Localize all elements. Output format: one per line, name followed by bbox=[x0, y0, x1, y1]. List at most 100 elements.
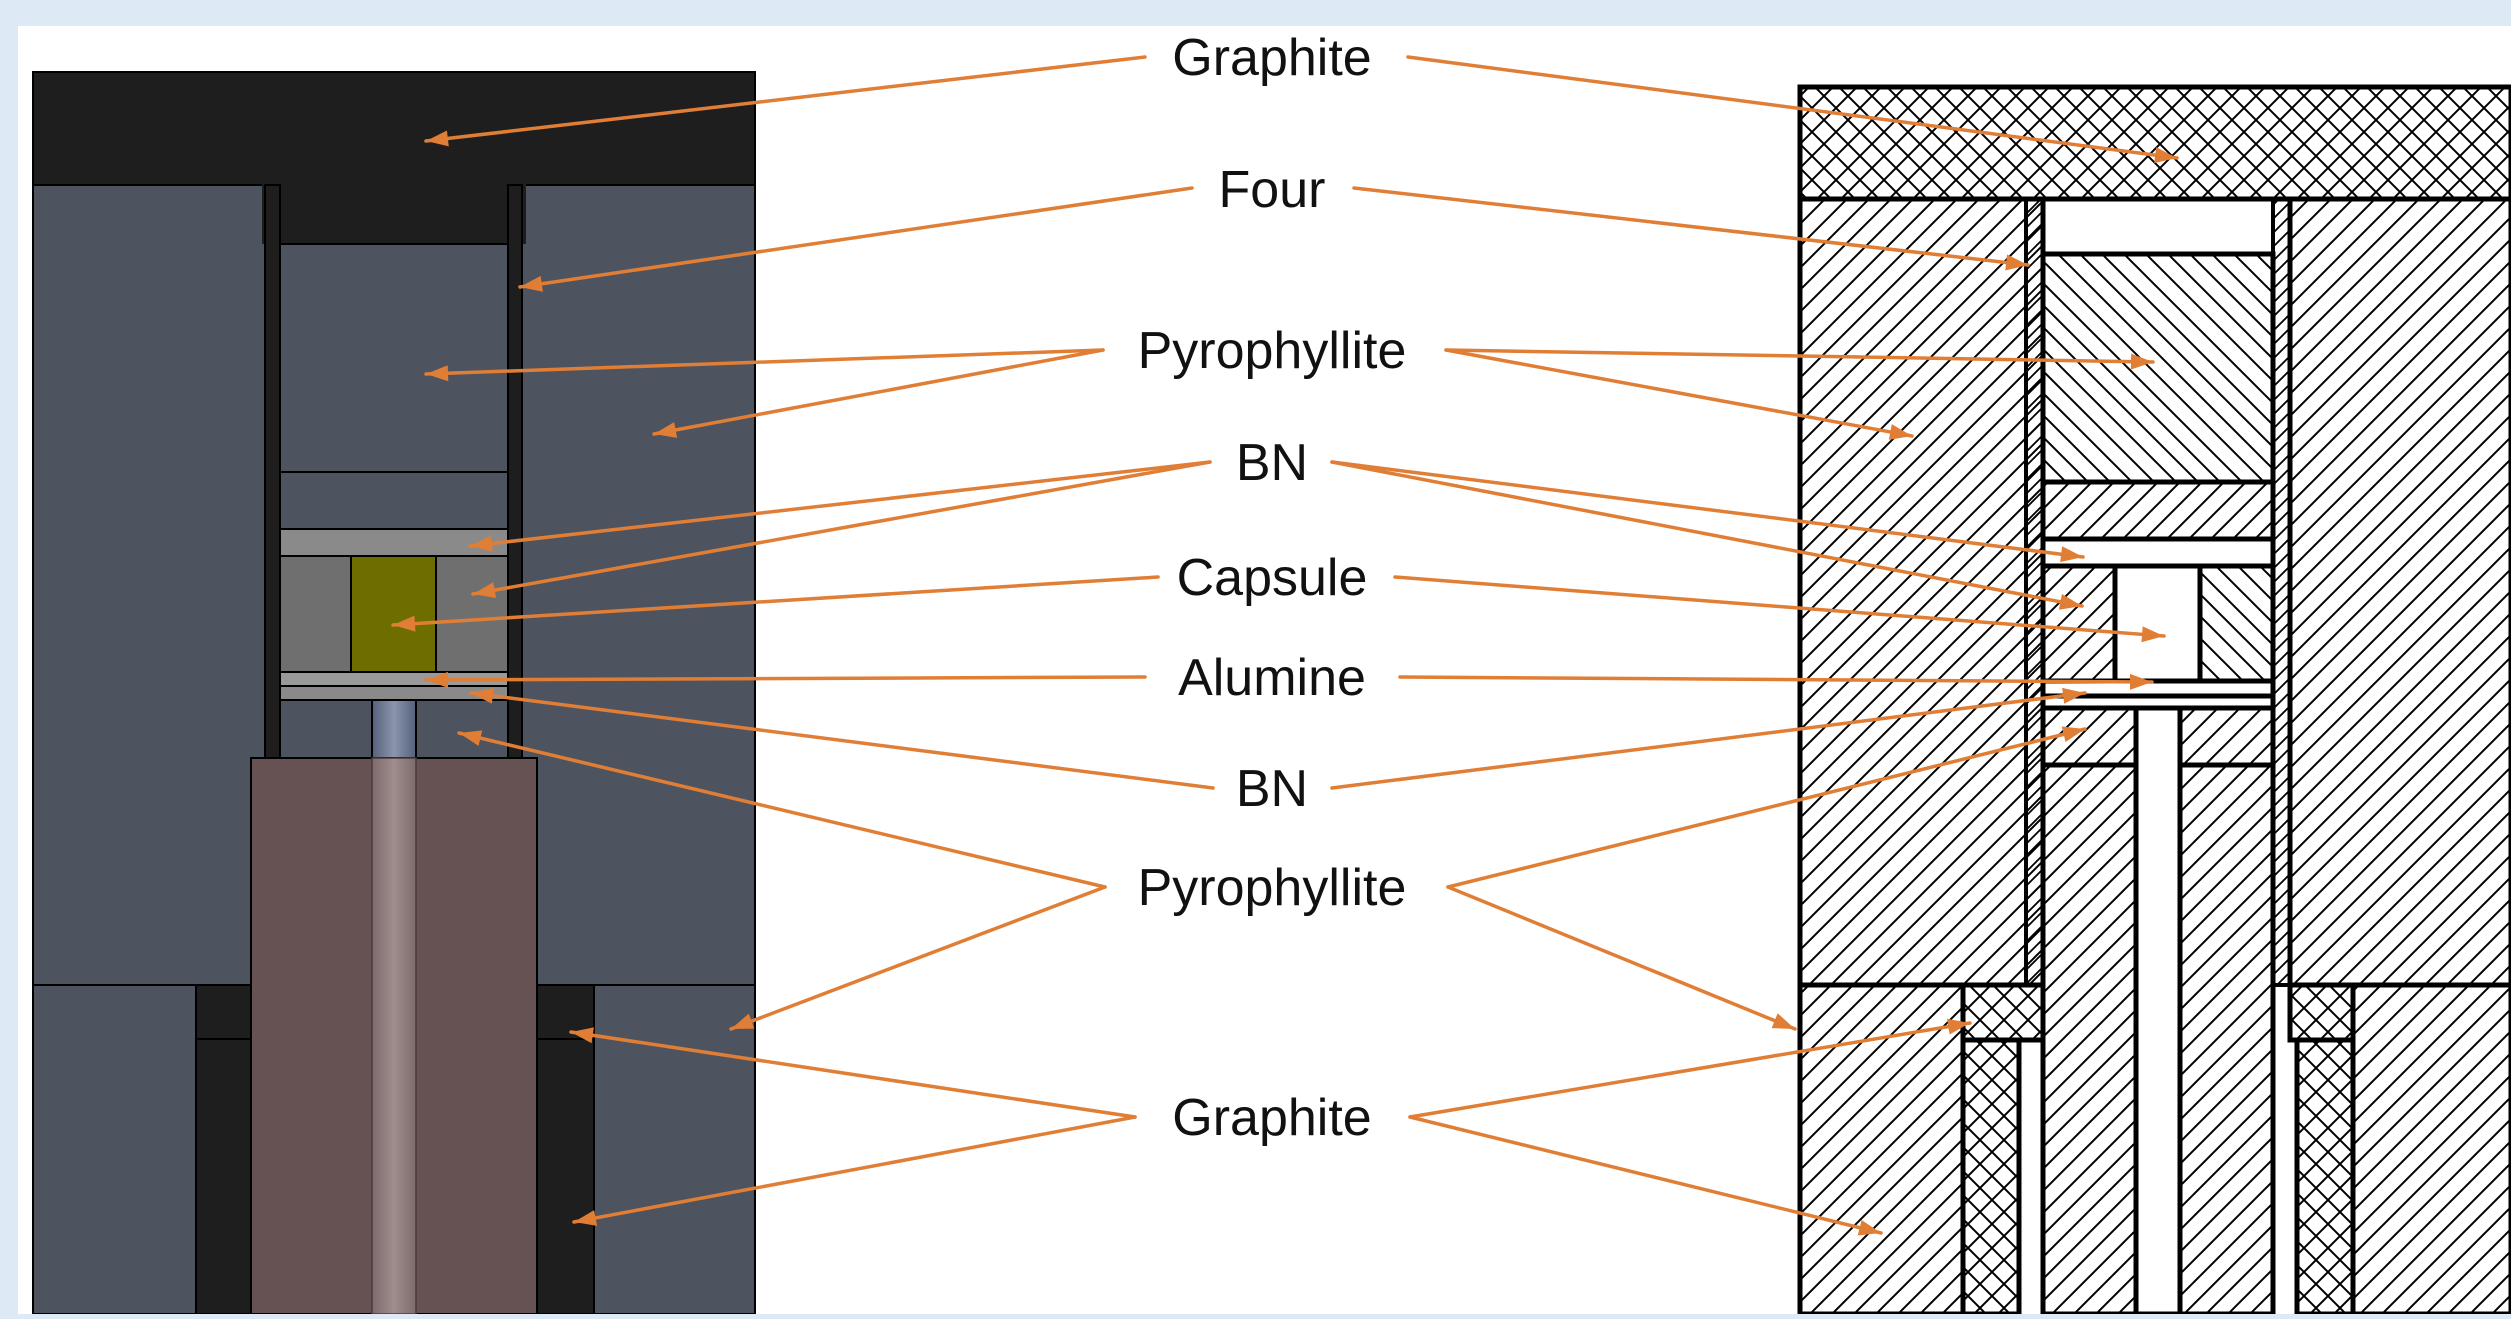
arrow-four-left-head bbox=[520, 275, 543, 292]
arrow-graphite-top-left-head bbox=[426, 130, 449, 147]
render-bn-sleeve-right bbox=[435, 555, 509, 673]
arrow-graphite-bottom-1 bbox=[569, 1030, 1137, 1119]
render-outer-pyrophyllite-right-lower bbox=[593, 984, 756, 1315]
arrow-pyrophyllite-lower-2 bbox=[729, 885, 1107, 1031]
drawing-thermocouple-tube bbox=[2133, 705, 2183, 1317]
render-pyrophyllite-spacer bbox=[279, 471, 509, 530]
arrow-four-right-head bbox=[2005, 254, 2028, 271]
arrow-graphite-top-left bbox=[424, 55, 1147, 143]
drawing-graphite-sleeve-left bbox=[1960, 1037, 2022, 1317]
drawing-pyrophyllite-spacer bbox=[2040, 479, 2276, 542]
arrow-four-left bbox=[518, 186, 1194, 289]
drawing-bn-ring-top bbox=[2040, 536, 2276, 569]
leader-arrows bbox=[391, 55, 2179, 1236]
label-alumine: Alumine bbox=[1178, 649, 1366, 707]
drawing-outer-pyrophyllite-right-lower bbox=[2350, 982, 2511, 1317]
render-graphite-cap bbox=[32, 71, 756, 186]
arrow-bn-upper-3 bbox=[1330, 460, 2085, 559]
arrow-bn-upper-2-head bbox=[473, 582, 497, 598]
arrow-bn-lower-left-head bbox=[471, 687, 494, 704]
arrow-capsule-right-head bbox=[2141, 626, 2164, 643]
arrow-bn-lower-right bbox=[1330, 691, 2087, 790]
arrow-graphite-bottom-3-head bbox=[1946, 1018, 1970, 1035]
drawing-outer-pyrophyllite-left-lower bbox=[1797, 982, 1966, 1317]
arrow-capsule-right bbox=[1393, 575, 2166, 638]
drawing-capsule bbox=[2112, 563, 2203, 684]
arrow-alumine-left-head bbox=[426, 671, 449, 688]
label-bn-lower: BN bbox=[1236, 760, 1308, 818]
arrow-pyrophyllite-upper-4-head bbox=[1888, 424, 1912, 440]
arrow-bn-lower-left bbox=[469, 691, 1215, 790]
render-pyrophyllite-plug-upper bbox=[279, 243, 509, 473]
arrow-pyrophyllite-lower-1 bbox=[457, 731, 1107, 889]
render-graphite-sleeve-left bbox=[195, 1038, 252, 1315]
technical-drawing bbox=[1797, 84, 2511, 1317]
arrow-capsule-left-head bbox=[393, 615, 416, 632]
arrow-graphite-bottom-4-head bbox=[1857, 1219, 1881, 1236]
arrow-pyrophyllite-upper-4 bbox=[1444, 348, 1914, 438]
arrow-pyrophyllite-upper-1-head bbox=[426, 365, 449, 382]
arrow-bn-upper-4 bbox=[1330, 460, 2084, 608]
label-four: Four bbox=[1219, 161, 1326, 219]
arrow-alumine-right bbox=[1398, 675, 2154, 684]
arrow-four-right bbox=[1352, 186, 2030, 267]
arrow-alumine-right-head bbox=[2129, 673, 2152, 690]
render-capsule bbox=[350, 555, 437, 673]
rendered-cross-section bbox=[32, 71, 756, 1315]
labels: Graphite Four Pyrophyllite BN Capsule Al… bbox=[1138, 29, 1407, 1147]
drawing-graphite-shoulder-left bbox=[1960, 982, 2046, 1043]
arrow-pyrophyllite-upper-3 bbox=[1444, 348, 2155, 364]
label-bn-upper: BN bbox=[1236, 434, 1308, 492]
drawing-outer-pyrophyllite-right-upper bbox=[2287, 196, 2511, 988]
render-graphite-sleeve-right bbox=[536, 1038, 595, 1315]
drawing-bn-sleeve-right bbox=[2197, 563, 2276, 684]
arrow-pyrophyllite-upper-2-head bbox=[654, 422, 678, 438]
render-outer-pyrophyllite-left-lower bbox=[32, 984, 197, 1315]
label-graphite-top: Graphite bbox=[1172, 29, 1371, 87]
arrow-bn-upper-1 bbox=[468, 460, 1212, 548]
drawing-graphite-sleeve-right bbox=[2294, 1037, 2356, 1317]
arrow-pyrophyllite-lower-2-head bbox=[731, 1013, 755, 1029]
arrow-bn-upper-4-head bbox=[2058, 593, 2082, 610]
drawing-graphite-shoulder-right bbox=[2287, 982, 2356, 1043]
drawing-graphite-cap bbox=[1797, 84, 2511, 202]
arrow-pyrophyllite-upper-1 bbox=[424, 348, 1105, 376]
render-cap-stem bbox=[262, 184, 526, 244]
arrow-bn-upper-2 bbox=[471, 460, 1212, 596]
render-bn-sleeve-left bbox=[279, 555, 352, 673]
arrow-bn-lower-right-head bbox=[2062, 687, 2085, 704]
arrow-graphite-top-right-head bbox=[2154, 147, 2177, 164]
render-thermocouple-top bbox=[371, 699, 417, 759]
label-pyrophyllite-upper: Pyrophyllite bbox=[1138, 322, 1407, 380]
arrow-pyrophyllite-lower-3-head bbox=[2061, 726, 2085, 743]
drawing-furnace-left bbox=[2024, 197, 2045, 987]
arrow-bn-upper-3-head bbox=[2060, 546, 2083, 563]
label-pyrophyllite-lower: Pyrophyllite bbox=[1138, 859, 1407, 917]
render-bn-ring-top bbox=[279, 528, 509, 557]
arrow-bn-upper-1-head bbox=[470, 535, 493, 552]
render-outer-pyrophyllite-right-upper bbox=[521, 184, 756, 986]
arrow-pyrophyllite-upper-2 bbox=[652, 348, 1105, 436]
arrow-graphite-bottom-4 bbox=[1408, 1115, 1883, 1235]
drawing-furnace-right bbox=[2271, 197, 2292, 987]
arrow-graphite-bottom-2-head bbox=[574, 1210, 598, 1226]
render-outer-pyrophyllite-left-upper bbox=[32, 184, 266, 986]
label-graphite-bottom: Graphite bbox=[1172, 1089, 1371, 1147]
render-thermocouple-tube bbox=[371, 757, 417, 1315]
arrow-graphite-bottom-2 bbox=[572, 1115, 1137, 1224]
arrow-graphite-top-right bbox=[1406, 55, 2179, 160]
arrow-capsule-left bbox=[391, 575, 1160, 627]
arrow-pyrophyllite-lower-4-head bbox=[1771, 1013, 1795, 1029]
arrow-pyrophyllite-upper-3-head bbox=[2130, 353, 2153, 370]
arrow-pyrophyllite-lower-3 bbox=[1446, 727, 2087, 889]
drawing-pyrophyllite-plug-upper bbox=[2040, 251, 2276, 485]
arrow-pyrophyllite-lower-1-head bbox=[459, 730, 483, 746]
arrow-pyrophyllite-lower-4 bbox=[1446, 885, 1797, 1031]
arrow-alumine-left bbox=[424, 675, 1147, 682]
label-capsule: Capsule bbox=[1177, 549, 1368, 607]
arrow-graphite-bottom-3 bbox=[1408, 1021, 1972, 1119]
drawing-bn-sleeve-left bbox=[2040, 563, 2118, 684]
arrow-graphite-bottom-1-head bbox=[571, 1027, 594, 1044]
